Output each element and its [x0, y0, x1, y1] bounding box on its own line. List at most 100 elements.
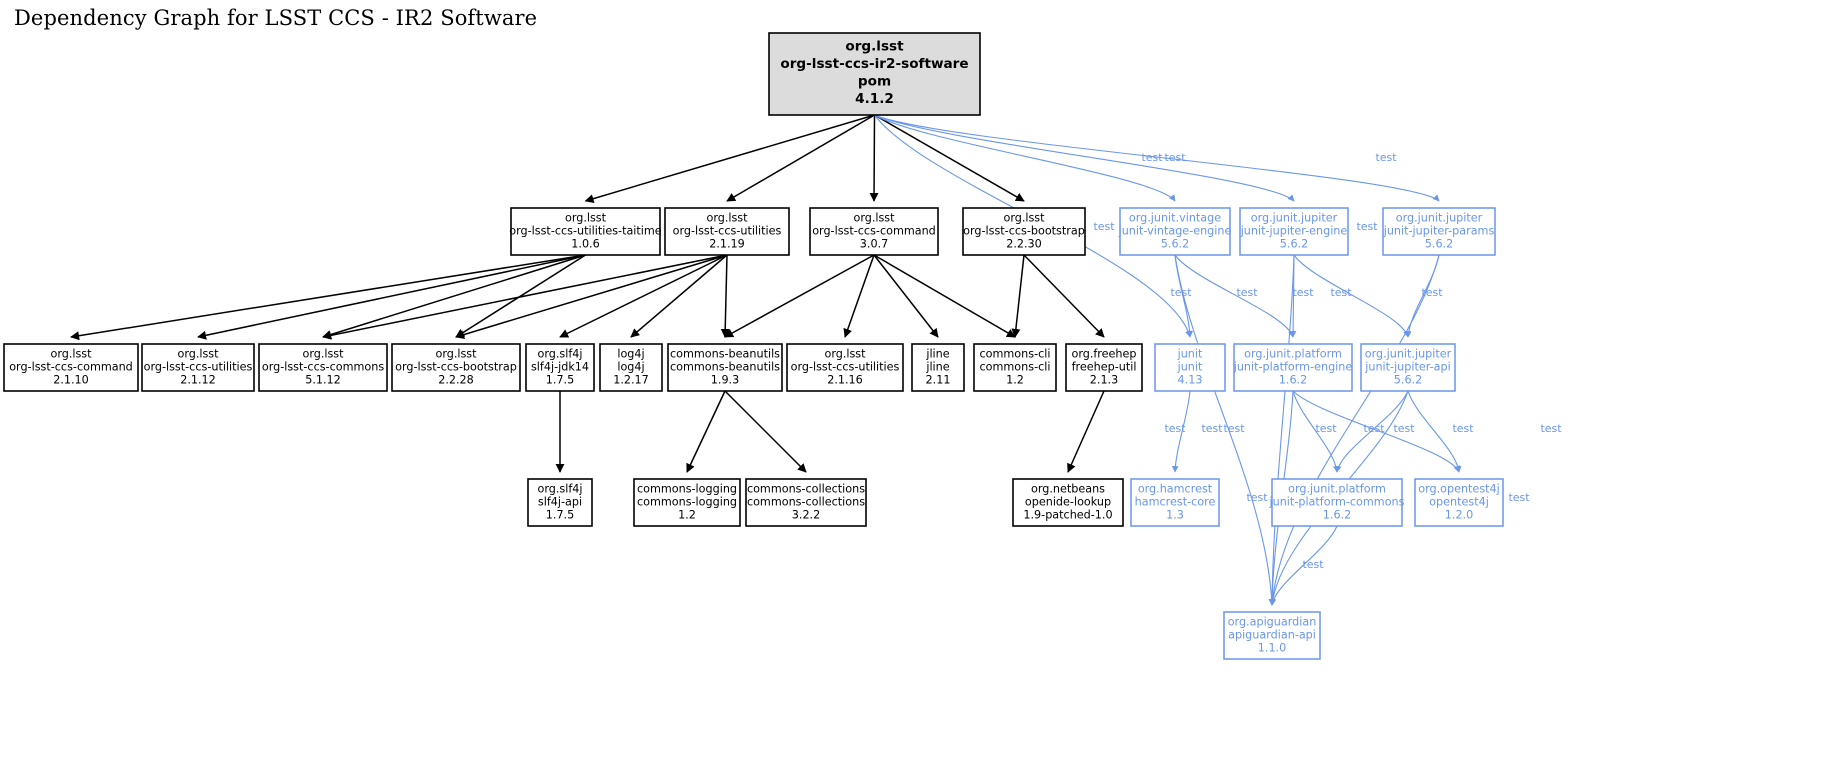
node-artifact-id: opentest4j: [1429, 496, 1489, 509]
node-group-id: org.lsst: [435, 347, 477, 360]
node-version: 2.1.16: [827, 374, 863, 387]
node-group-id: org.lsst: [706, 211, 748, 224]
node-version: 3.2.2: [792, 509, 820, 522]
node-box[interactable]: [1360, 343, 1456, 392]
node-box[interactable]: [1223, 611, 1321, 660]
node-box[interactable]: [973, 343, 1057, 392]
node-artifact-id: slf4j-jdk14: [531, 361, 589, 374]
graph-node-platengine[interactable]: org.junit.platformjunit-platform-engine1…: [1233, 343, 1353, 392]
node-box[interactable]: [1012, 478, 1124, 527]
dependency-edge: [1269, 525, 1338, 606]
dependency-edge: [874, 114, 1176, 202]
dependency-edge: [1174, 254, 1275, 606]
node-artifact-id: commons-beanutils: [670, 361, 780, 374]
dependency-edge: [720, 254, 730, 338]
graph-node-vintage[interactable]: org.junit.vintagejunit-vintage-engine5.6…: [1118, 207, 1232, 256]
node-box[interactable]: [768, 32, 981, 116]
node-box[interactable]: [1382, 207, 1496, 256]
node-group-id: commons-cli: [980, 347, 1051, 360]
graph-node-netbeans[interactable]: org.netbeansopenide-lookup1.9-patched-1.…: [1012, 478, 1124, 527]
node-version: 2.2.28: [438, 374, 474, 387]
node-box[interactable]: [1233, 343, 1353, 392]
node-box[interactable]: [1119, 207, 1231, 256]
dependency-edge: [873, 254, 939, 338]
node-group-id: org.apiguardian: [1228, 615, 1317, 628]
graph-node-platcommons[interactable]: org.junit.platformjunit-platform-commons…: [1269, 478, 1405, 527]
edge-scope-label: test: [1093, 220, 1115, 233]
node-artifact-id: apiguardian-api: [1228, 629, 1316, 642]
node-version: 2.2.30: [1006, 238, 1042, 251]
node-group-id: junit: [1177, 347, 1203, 360]
node-box[interactable]: [510, 207, 661, 256]
edge-scope-label: test: [1141, 151, 1163, 164]
node-box[interactable]: [745, 478, 867, 527]
node-box[interactable]: [3, 343, 139, 392]
dependency-edge: [874, 114, 1440, 202]
node-box[interactable]: [786, 343, 904, 392]
node-box[interactable]: [962, 207, 1086, 256]
node-box[interactable]: [1414, 478, 1504, 527]
dependency-edge: [843, 254, 875, 338]
node-box[interactable]: [1271, 478, 1403, 527]
graph-node-root[interactable]: org.lsstorg-lsst-ccs-ir2-softwarepom4.1.…: [768, 32, 981, 116]
nodes-layer: org.lsstorg-lsst-ccs-ir2-softwarepom4.1.…: [3, 32, 1504, 660]
node-box[interactable]: [258, 343, 388, 392]
edge-scope-label: test: [1393, 422, 1415, 435]
node-box[interactable]: [1154, 343, 1226, 392]
node-box[interactable]: [667, 343, 783, 392]
node-version: 1.3: [1166, 509, 1184, 522]
node-artifact-id: org-lsst-ccs-ir2-software: [780, 56, 968, 72]
node-group-id: jline: [925, 347, 949, 360]
edge-scope-label: test: [1363, 422, 1385, 435]
graph-node-collections[interactable]: commons-collectionscommons-collections3.…: [745, 478, 867, 527]
node-box[interactable]: [599, 343, 663, 392]
node-box[interactable]: [527, 478, 593, 527]
node-box[interactable]: [525, 343, 595, 392]
node-artifact-id: commons-collections: [747, 496, 865, 509]
graph-node-taitime[interactable]: org.lsstorg-lsst-ccs-utilities-taitime1.…: [509, 207, 662, 256]
dependency-edge: [874, 114, 1295, 202]
node-box[interactable]: [664, 207, 790, 256]
node-box[interactable]: [1065, 343, 1143, 392]
graph-node-jupparams[interactable]: org.junit.jupiterjunit-jupiter-params5.6…: [1382, 207, 1496, 256]
node-box[interactable]: [633, 478, 741, 527]
dependency-edge: [686, 390, 726, 473]
node-version: 1.0.6: [571, 238, 599, 251]
node-box[interactable]: [1239, 207, 1349, 256]
graph-node-jupengine[interactable]: org.junit.jupiterjunit-jupiter-engine5.6…: [1239, 207, 1349, 256]
node-version: 2.1.3: [1090, 374, 1118, 387]
node-box[interactable]: [391, 343, 521, 392]
node-group-id: org.slf4j: [537, 347, 582, 360]
dependency-edge: [1174, 254, 1295, 338]
node-box[interactable]: [809, 207, 939, 256]
node-group-id: org.lsst: [853, 211, 895, 224]
node-artifact-id: junit-jupiter-api: [1364, 361, 1450, 374]
node-artifact-id: org-lsst-ccs-bootstrap: [963, 225, 1085, 238]
node-box[interactable]: [911, 343, 965, 392]
node-artifact-id: jline: [925, 361, 949, 374]
node-box[interactable]: [141, 343, 255, 392]
node-box[interactable]: [1130, 478, 1220, 527]
